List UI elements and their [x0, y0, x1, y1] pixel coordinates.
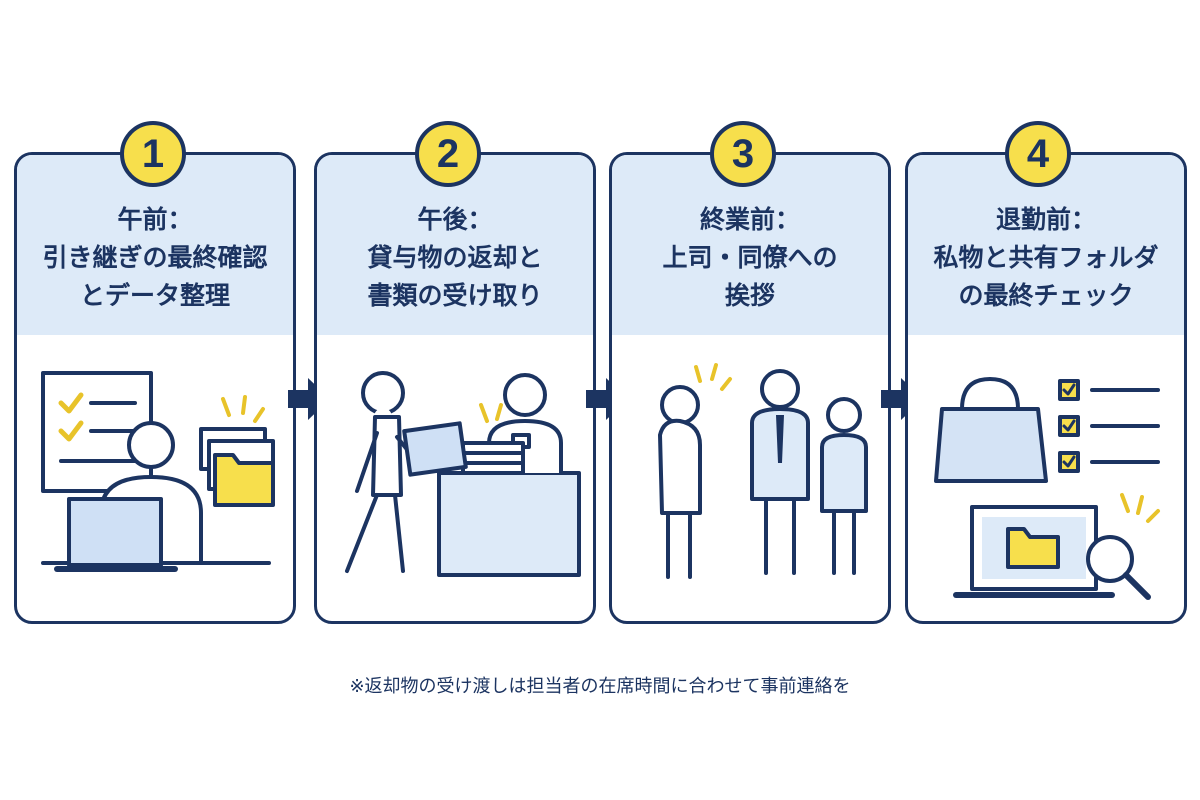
step-3-title: 終業前： 上司・同僚への 挨拶 [662, 205, 838, 310]
step-3-card: 終業前： 上司・同僚への 挨拶 [609, 152, 891, 624]
document-stack-icon [461, 441, 525, 475]
step-1-badge: 1 [120, 121, 186, 187]
arrow-right-icon [881, 378, 923, 420]
sparkle-icon [1120, 493, 1160, 523]
greeting-illustration [658, 363, 868, 579]
arrow-right-icon [288, 378, 330, 420]
step-2-card: 午後： 貸与物の返却と 書類の受け取り [314, 152, 596, 624]
bowing-person-icon [658, 385, 702, 579]
magnifier-icon [1086, 535, 1151, 600]
step-4-title: 退勤前： 私物と共有フォルダ の最終チェック [933, 205, 1159, 310]
footnote: ※返却物の受け渡しは担当者の在席時間に合わせて事前連絡を [349, 676, 851, 697]
colleague-person-icon [820, 397, 868, 575]
step-2-title: 午後： 貸与物の返却と 書類の受け取り [367, 205, 543, 310]
folder-icon [1006, 527, 1060, 569]
folder-stack-icon [199, 427, 275, 507]
laptop-icon [54, 497, 178, 572]
bag-icon [934, 377, 1048, 483]
walking-person-icon [345, 371, 423, 573]
step-1-card: 午前： 引き継ぎの最終確認 とデータ整理 [14, 152, 296, 624]
return-items-illustration [345, 371, 581, 577]
sparkle-icon [694, 363, 732, 391]
counter-desk-icon [437, 471, 581, 577]
sparkle-icon [479, 403, 503, 423]
tablet-icon [402, 421, 468, 477]
step-2-badge: 2 [415, 121, 481, 187]
boss-person-icon [750, 369, 810, 575]
step-1-title: 午前： 引き継ぎの最終確認 とデータ整理 [42, 205, 268, 310]
handover-illustration [41, 371, 275, 572]
step-3-badge: 3 [710, 121, 776, 187]
step-4-badge: 4 [1005, 121, 1071, 187]
sparkle-icon [221, 395, 265, 423]
checklist-icon [1058, 379, 1160, 473]
arrow-right-icon [586, 378, 628, 420]
final-check-illustration [934, 377, 1160, 600]
step-4-card: 退勤前： 私物と共有フォルダ の最終チェック [905, 152, 1187, 624]
